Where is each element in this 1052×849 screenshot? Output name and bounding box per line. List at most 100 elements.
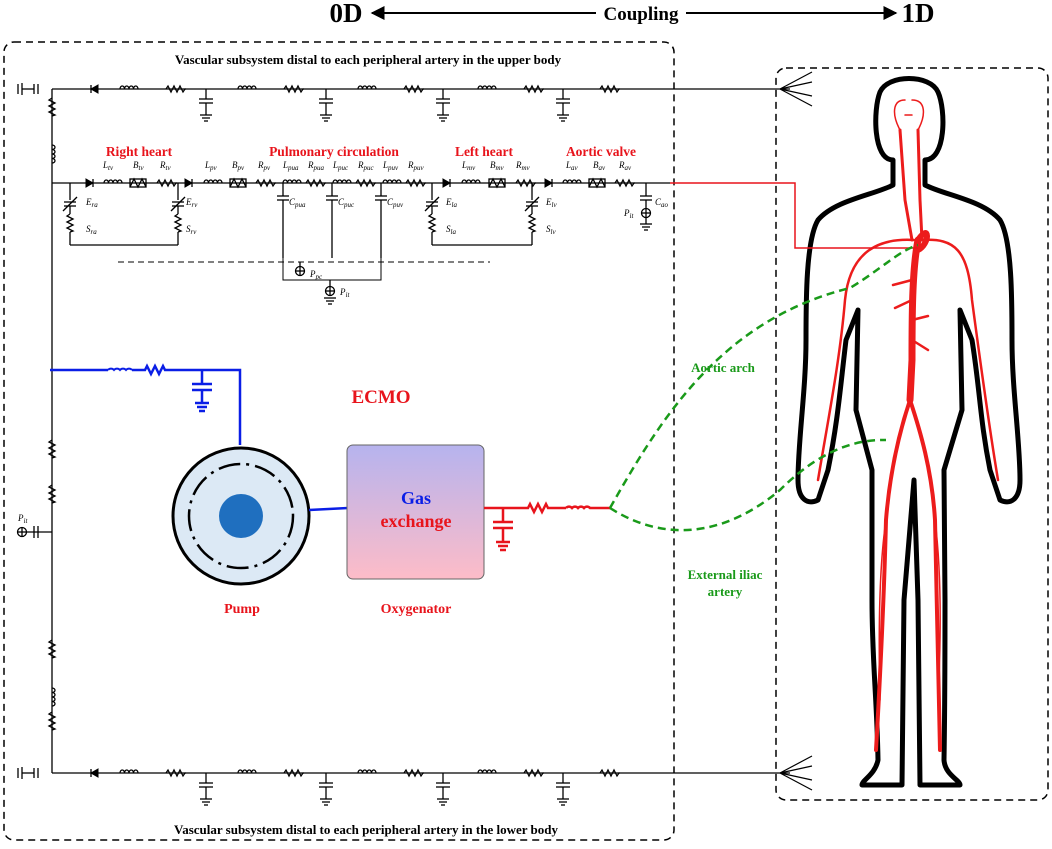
label-lav: Lav	[565, 160, 579, 172]
arterial-tree	[816, 99, 1000, 752]
label-pit-pc: Pit	[339, 287, 350, 299]
cannula-aortic-arch	[608, 243, 919, 509]
chamber-rv-resistance	[173, 213, 183, 233]
bus-res-4	[47, 639, 57, 659]
label-lmv: Lmv	[461, 160, 476, 172]
bus-res-3	[47, 484, 57, 504]
label-right-heart: Right heart	[106, 144, 173, 159]
chamber-lv-elastance-arrow	[524, 196, 540, 212]
oxygenator-label: Oxygenator	[381, 602, 452, 617]
upper-res-5	[599, 84, 620, 94]
bus-res-5	[47, 711, 57, 731]
label-aortic-valve: Aortic valve	[566, 144, 636, 159]
body-outline	[795, 76, 1023, 788]
label-rpua: Rpua	[307, 160, 325, 172]
label-cao: Cao	[655, 197, 669, 209]
bus-res-2	[47, 439, 57, 459]
cannula-iliac	[609, 438, 887, 532]
label-pit-left: Pit	[17, 513, 28, 525]
label-era: Era	[85, 197, 98, 209]
chamber-rv-elastance-arrow	[170, 196, 186, 212]
component-labels: Ltv Btv Rtv Lpv Bpv Rpv Lpua Rpua Lpuc R…	[17, 160, 669, 525]
diode-tv	[85, 178, 95, 188]
upper-subsystem-title: Vascular subsystem distal to each periph…	[175, 52, 562, 67]
label-bpv: Bpv	[232, 160, 245, 172]
lower-res-5	[599, 768, 620, 778]
label-0d: 0D	[330, 0, 363, 28]
res-rav	[614, 178, 635, 188]
label-rpuv: Rpuv	[407, 160, 425, 172]
label-sla: Sla	[446, 224, 456, 236]
coil-lmv	[461, 179, 481, 184]
upper-fan	[779, 71, 813, 107]
upper-res-1	[165, 84, 186, 94]
pump-core	[219, 494, 263, 538]
res-rmv	[515, 178, 536, 188]
bus-coil-2	[51, 687, 56, 707]
coil-ltv	[103, 179, 123, 184]
label-btv: Btv	[133, 160, 144, 172]
human-body	[795, 76, 1023, 788]
lower-res-3	[403, 768, 424, 778]
label-pulmonary: Pulmonary circulation	[269, 144, 399, 159]
res-rpuc	[355, 178, 376, 188]
label-1d: 1D	[902, 0, 935, 28]
label-coupling: Coupling	[604, 4, 679, 25]
lower-res-4	[523, 768, 544, 778]
label-erv: Erv	[185, 197, 198, 209]
coil-lpuc	[332, 179, 352, 184]
label-rpv: Rpv	[257, 160, 271, 172]
label-ltv: Ltv	[102, 160, 114, 172]
lower-subsystem-title: Vascular subsystem distal to each periph…	[174, 822, 558, 837]
bus-coil-1	[51, 144, 56, 164]
chamber-ra-resistance	[65, 213, 75, 233]
label-bmv: Bmv	[490, 160, 505, 172]
label-lpuv: Lpuv	[382, 160, 399, 172]
outflow-inductor	[565, 505, 610, 510]
chamber-ra-elastance-arrow	[62, 196, 78, 212]
section-labels: Right heart Pulmonary circulation Left h…	[106, 144, 636, 159]
label-lpv: Lpv	[204, 160, 218, 172]
bern-bmv-zig	[488, 177, 506, 189]
pump-label: Pump	[224, 602, 260, 617]
label-left-heart: Left heart	[455, 144, 514, 159]
bern-bav-zig	[588, 177, 606, 189]
diode-mv	[442, 178, 452, 188]
label-rmv: Rmv	[515, 160, 531, 172]
label-ela: Ela	[445, 197, 457, 209]
ecmo-resistor-line	[132, 363, 242, 445]
label-cpuv: Cpuv	[387, 197, 404, 209]
diode-av	[544, 178, 554, 188]
bus-res-1	[47, 97, 57, 117]
upper-res-3	[403, 84, 424, 94]
coil-lpv	[203, 179, 223, 184]
label-ppc: Ppc	[309, 269, 323, 281]
pump-ring	[187, 462, 295, 570]
label-rpuc: Rpuc	[357, 160, 375, 172]
label-rtv: Rtv	[159, 160, 171, 172]
res-rpuv	[405, 178, 426, 188]
label-elv: Elv	[545, 197, 557, 209]
one-d-box	[775, 67, 1049, 801]
oxygenator-box	[346, 444, 485, 580]
gas-exchange-line1: Gas	[401, 488, 431, 508]
label-lpua: Lpua	[282, 160, 299, 172]
lower-res-2	[283, 768, 304, 778]
res-rpua	[305, 178, 326, 188]
diode-pv	[184, 178, 194, 188]
label-lpuc: Lpuc	[332, 160, 349, 172]
coil-lav	[562, 179, 582, 184]
cannula-paths	[608, 243, 919, 532]
label-bav: Bav	[593, 160, 606, 172]
label-pit-ao: Pit	[623, 208, 634, 220]
iliac-label-line2: artery	[708, 584, 743, 599]
chamber-la-elastance-arrow	[424, 196, 440, 212]
ecmo-title: ECMO	[351, 387, 410, 408]
label-rav: Rav	[618, 160, 632, 172]
bern-bpv-zig	[229, 177, 247, 189]
lumped-circuit	[16, 83, 670, 806]
zero-d-box	[3, 41, 675, 841]
lower-fan	[779, 755, 813, 791]
